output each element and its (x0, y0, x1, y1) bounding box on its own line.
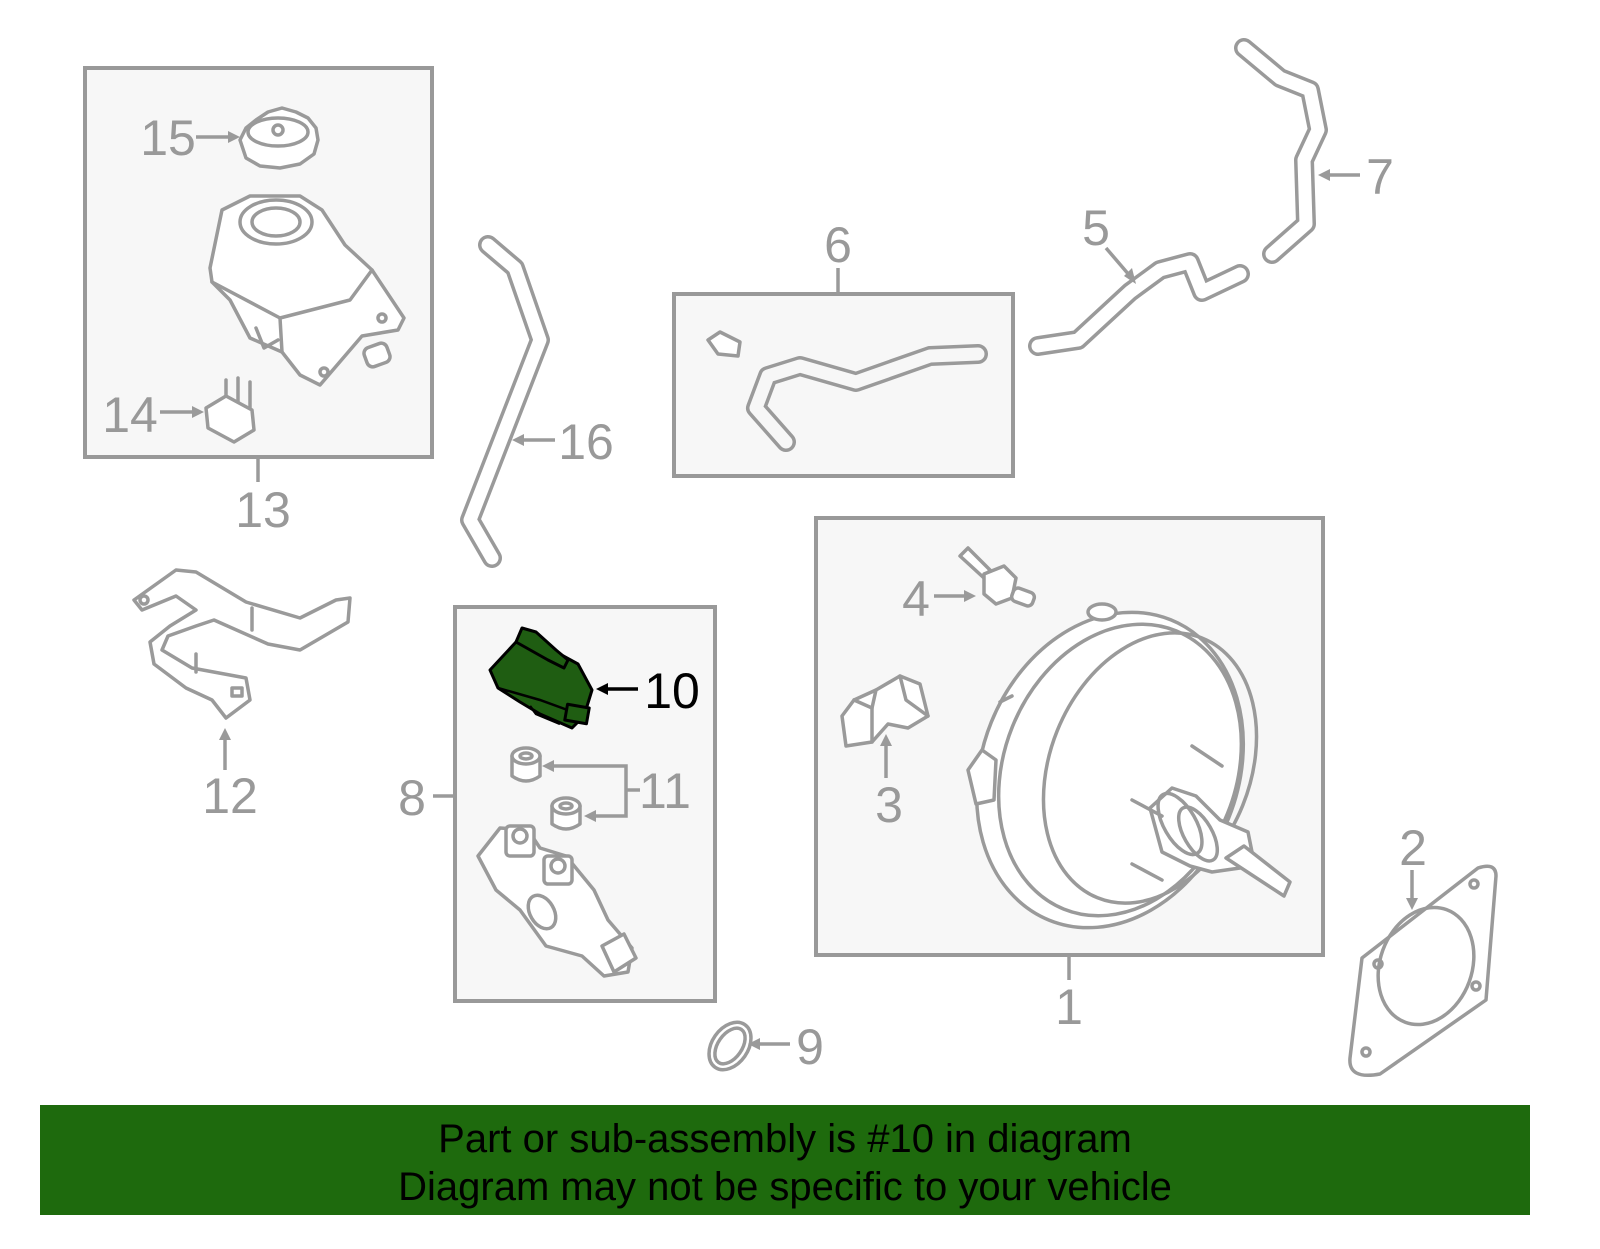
callout-16[interactable]: 16 (558, 414, 614, 470)
master-cylinder-part[interactable] (476, 824, 638, 978)
callout-12[interactable]: 12 (202, 768, 258, 824)
check-valve-4-part[interactable] (958, 546, 1037, 608)
fluid-level-sensor-part[interactable] (204, 376, 256, 444)
banner-line-part-number: Part or sub-assembly is #10 in diagram (438, 1117, 1132, 1161)
callout-3[interactable]: 3 (875, 777, 903, 833)
reservoir-cap-part[interactable] (238, 106, 320, 170)
callout-10[interactable]: 10 (644, 663, 700, 719)
gasket-2-part[interactable] (1348, 864, 1498, 1077)
callout-1[interactable]: 1 (1055, 979, 1083, 1035)
callout-13[interactable]: 13 (235, 482, 291, 538)
hose-7-part[interactable] (1234, 38, 1328, 264)
o-ring-9-part[interactable] (700, 1014, 759, 1077)
banner-line-disclaimer: Diagram may not be specific to your vehi… (398, 1165, 1172, 1209)
callout-8[interactable]: 8 (398, 770, 426, 826)
callout-4[interactable]: 4 (902, 571, 930, 627)
callout-7[interactable]: 7 (1366, 149, 1394, 205)
grommet-11-upper-part[interactable] (510, 746, 542, 783)
callout-11[interactable]: 11 (639, 763, 691, 819)
callout-2[interactable]: 2 (1399, 820, 1427, 876)
brake-booster-part[interactable] (931, 572, 1296, 968)
grommet-11-lower-part[interactable] (550, 796, 582, 831)
callout-15[interactable]: 15 (140, 110, 196, 166)
info-banner: Part or sub-assembly is #10 in diagram D… (40, 1105, 1530, 1215)
hose-16-part[interactable] (460, 235, 550, 568)
sensor-3-part[interactable] (840, 674, 930, 748)
callout-6[interactable]: 6 (824, 217, 852, 273)
tube-5-part[interactable] (1028, 252, 1250, 356)
callout-9[interactable]: 9 (796, 1019, 824, 1075)
hose-6-part[interactable] (706, 330, 988, 452)
callout-5[interactable]: 5 (1082, 200, 1110, 256)
booster-pushrod (1130, 744, 1292, 898)
callout-14[interactable]: 14 (102, 387, 158, 443)
bracket-12-part[interactable] (132, 568, 352, 720)
highlighted-part-10[interactable] (488, 626, 594, 730)
brake-fluid-reservoir-part[interactable] (208, 194, 406, 387)
